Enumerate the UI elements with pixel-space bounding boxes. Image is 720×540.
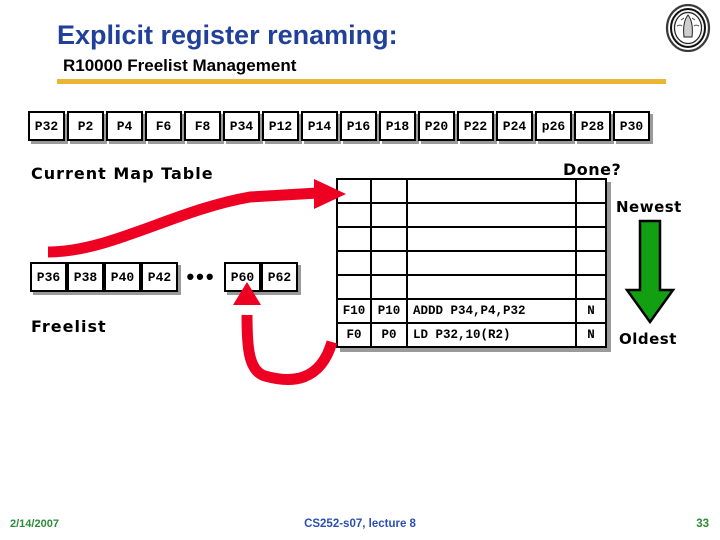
rob-done-cell[interactable] — [575, 226, 607, 252]
footer-lecture-id: CS252-s07, lecture 8 — [304, 518, 416, 530]
footer-date: 2/14/2007 — [10, 518, 59, 530]
current-map-table-label: Current Map Table — [31, 164, 214, 183]
table-row[interactable] — [336, 178, 607, 204]
rob-arch-cell[interactable]: F0 — [336, 322, 372, 348]
table-row[interactable]: F10 P10 ADDD P34,P4,P32 N — [336, 298, 607, 324]
map-register-cell[interactable]: P30 — [613, 111, 650, 141]
freelist-label: Freelist — [31, 317, 107, 336]
current-map-table-registers: P32 P2 P4 F6 F8 P34 P12 P14 P16 P18 P20 … — [28, 111, 652, 141]
rob-phys-cell[interactable] — [370, 274, 408, 300]
map-register-cell[interactable]: P2 — [67, 111, 104, 141]
map-register-cell[interactable]: P12 — [262, 111, 299, 141]
oldest-label: Oldest — [619, 330, 677, 348]
map-register-cell[interactable]: P22 — [457, 111, 494, 141]
rob-phys-cell[interactable] — [370, 226, 408, 252]
rob-phys-cell[interactable]: P10 — [370, 298, 408, 324]
rob-instruction-cell[interactable] — [406, 202, 577, 228]
newest-label: Newest — [616, 198, 682, 216]
map-register-cell[interactable]: F6 — [145, 111, 182, 141]
rob-done-cell[interactable] — [575, 202, 607, 228]
map-register-cell[interactable]: P28 — [574, 111, 611, 141]
map-register-cell[interactable]: P14 — [301, 111, 338, 141]
map-register-cell[interactable]: P32 — [28, 111, 65, 141]
footer-page-number: 33 — [696, 518, 709, 530]
done-column-label: Done? — [563, 160, 622, 179]
freelist-register-cell[interactable]: P40 — [104, 262, 141, 292]
freelist-register-cell[interactable]: P62 — [261, 262, 298, 292]
freelist-register-cell[interactable]: P60 — [224, 262, 261, 292]
rob-arch-cell[interactable] — [336, 178, 372, 204]
table-row[interactable] — [336, 202, 607, 228]
rob-done-cell[interactable] — [575, 178, 607, 204]
rob-phys-cell[interactable] — [370, 202, 408, 228]
map-register-cell[interactable]: F8 — [184, 111, 221, 141]
rob-instruction-cell[interactable] — [406, 226, 577, 252]
rob-done-cell[interactable] — [575, 274, 607, 300]
map-register-cell[interactable]: p26 — [535, 111, 572, 141]
freelist-register-cell[interactable]: P42 — [141, 262, 178, 292]
rob-arch-cell[interactable] — [336, 202, 372, 228]
table-row[interactable]: F0 P0 LD P32,10(R2) N — [336, 322, 607, 348]
rob-arch-cell[interactable] — [336, 226, 372, 252]
rob-instruction-cell[interactable] — [406, 250, 577, 276]
title-divider-rule — [57, 79, 666, 84]
map-register-cell[interactable]: P18 — [379, 111, 416, 141]
map-register-cell[interactable]: P4 — [106, 111, 143, 141]
newest-to-oldest-arrow-icon — [624, 219, 676, 325]
rob-arch-cell[interactable] — [336, 250, 372, 276]
map-register-cell[interactable]: P34 — [223, 111, 260, 141]
map-register-cell[interactable]: P20 — [418, 111, 455, 141]
table-row[interactable] — [336, 274, 607, 300]
rob-instruction-cell[interactable] — [406, 274, 577, 300]
freelist-register-cell[interactable]: P36 — [30, 262, 67, 292]
rob-done-cell[interactable] — [575, 250, 607, 276]
rob-phys-cell[interactable]: P0 — [370, 322, 408, 348]
map-register-cell[interactable]: P16 — [340, 111, 377, 141]
rob-phys-cell[interactable] — [370, 250, 408, 276]
commit-arrow-icon — [233, 282, 338, 385]
freelist-registers: P36 P38 P40 P42 ••• P60 P62 — [30, 262, 298, 292]
rob-arch-cell[interactable] — [336, 274, 372, 300]
map-register-cell[interactable]: P24 — [496, 111, 533, 141]
table-row[interactable] — [336, 226, 607, 252]
rob-instruction-cell[interactable] — [406, 178, 577, 204]
rob-instruction-cell[interactable]: ADDD P34,P4,P32 — [406, 298, 577, 324]
allocate-arrow-icon — [47, 179, 346, 258]
uc-berkeley-seal-icon — [664, 3, 712, 53]
page-subtitle: R10000 Freelist Management — [63, 56, 297, 75]
freelist-register-cell[interactable]: P38 — [67, 262, 104, 292]
rob-instruction-cell[interactable]: LD P32,10(R2) — [406, 322, 577, 348]
rob-done-cell[interactable]: N — [575, 322, 607, 348]
table-row[interactable] — [336, 250, 607, 276]
rob-phys-cell[interactable] — [370, 178, 408, 204]
rob-arch-cell[interactable]: F10 — [336, 298, 372, 324]
page-title: Explicit register renaming: — [57, 20, 398, 50]
freelist-ellipsis: ••• — [186, 264, 216, 289]
reorder-buffer-table: F10 P10 ADDD P34,P4,P32 N F0 P0 LD P32,1… — [336, 178, 607, 348]
rob-done-cell[interactable]: N — [575, 298, 607, 324]
